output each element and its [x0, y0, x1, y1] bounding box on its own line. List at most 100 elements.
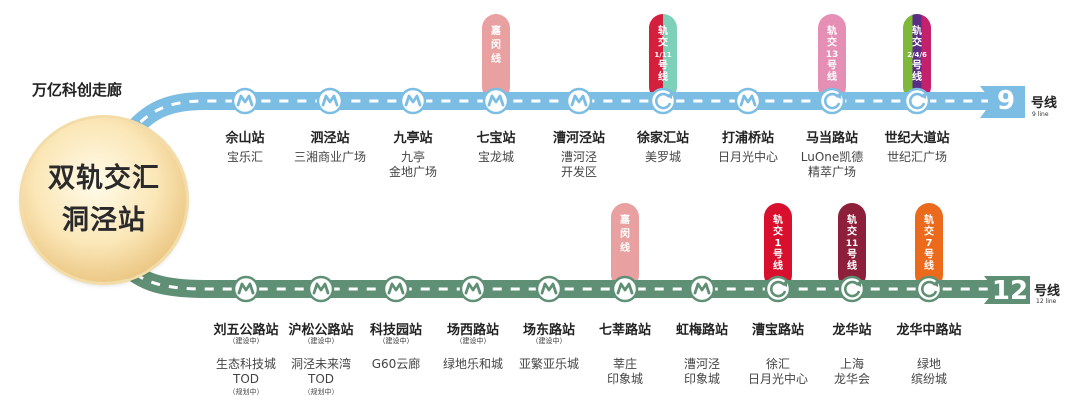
- line9-number: 9: [996, 86, 1016, 116]
- line12-station-name: 场西路站: [446, 323, 499, 338]
- hub-title-line1: 双轨交汇: [48, 163, 160, 194]
- hub-badge: 双轨交汇 洞泾站: [22, 118, 186, 282]
- line9-station-name: 打浦桥站: [721, 131, 774, 146]
- line9-station-sub: 九亭: [400, 150, 425, 164]
- line9.stations.3-pill: [482, 14, 510, 101]
- construction-note: （建设中）: [303, 337, 339, 345]
- line12-station-name: 七莘路站: [598, 323, 651, 338]
- line9-station-3-metro-logo-icon: [487, 94, 505, 107]
- line12-station-2-metro-logo-icon: [387, 282, 405, 295]
- line9-station-sub: 精萃广场: [807, 165, 856, 179]
- line12-station-name: 沪松公路站: [288, 323, 354, 338]
- line9-station-2-metro-logo-icon: [404, 94, 422, 107]
- line9.stations.8-pill-char: 2/4/6: [907, 51, 927, 59]
- construction-note: （建设中）: [531, 337, 567, 345]
- line12-station-sub: 绿地乐和城: [442, 357, 503, 371]
- line12.stations.8-pill-char: 轨: [847, 213, 857, 226]
- line12.stations.9-pill-char: 7: [926, 238, 933, 249]
- line12-station-name: 龙华中路站: [896, 323, 962, 338]
- line9-station-sub: 日月光中心: [717, 150, 778, 164]
- line12-station-name: 刘五公路站: [213, 323, 279, 338]
- line12-station-sub: 莘庄: [612, 357, 637, 371]
- line12.stations.9-pill-char: 线: [924, 259, 934, 272]
- line9.stations.7-pill-char: 号: [827, 60, 837, 72]
- line9-station-6-metro-logo-icon: [739, 94, 757, 107]
- line9-station-name: 九亭站: [393, 131, 433, 146]
- line9-label: 号线: [1031, 96, 1058, 111]
- line9-station-5-transfer-arrow: [666, 92, 672, 99]
- line12-station-sub: 生态科技城: [215, 357, 276, 371]
- line12-station-8-transfer-arrow: [855, 280, 861, 287]
- line9.stations.5-pill: [649, 14, 677, 101]
- line12-station-7-transfer-arrow: [781, 280, 787, 287]
- line9.stations.7-pill-char: 交: [827, 36, 837, 49]
- line12-station-sub: 日月光中心: [747, 372, 808, 386]
- line12-station-sub: 漕河泾: [683, 357, 720, 371]
- line9-station-sub: 漕河泾: [560, 150, 597, 164]
- planning-note: （规划中）: [228, 388, 264, 396]
- line12-number: 12: [991, 276, 1029, 306]
- line9.stations.7-pill-char: 13: [826, 50, 839, 60]
- line9.stations.3-pill-char: 嘉: [490, 24, 501, 37]
- line12-station-0-metro-logo-icon: [237, 282, 255, 295]
- line12-station-9-transfer-arrow: [932, 280, 938, 287]
- line9-station-5-transfer-icon: [655, 92, 672, 110]
- line12-station-sub: 亚繁亚乐城: [518, 357, 579, 371]
- line9-station-8-transfer-arrow: [920, 92, 926, 99]
- line12-station-sub: TOD: [307, 372, 334, 386]
- line9.stations.5-pill-char: 1/11: [654, 51, 671, 59]
- line9-station-sub: 宝龙城: [477, 150, 514, 164]
- line12.stations.5-pill-char: 线: [620, 241, 630, 254]
- line9-station-name: 马当路站: [805, 131, 858, 146]
- line12.stations.5-pill-char: 嘉: [619, 213, 630, 226]
- line9-station-8-transfer-icon: [909, 92, 926, 110]
- line12-station-sub: 印象城: [683, 372, 720, 386]
- line12.stations.8-pill-char: 号: [847, 249, 857, 261]
- line12-station-name: 龙华站: [832, 323, 872, 338]
- hub-title-line2: 洞泾站: [62, 205, 146, 236]
- line12-station-5-metro-logo-icon: [616, 282, 634, 295]
- line12-label-en: 12 line: [1036, 298, 1057, 305]
- line9-station-name: 世纪大道站: [884, 131, 950, 146]
- line12-station-6-metro-logo-icon: [693, 282, 711, 295]
- line9.stations.7-pill-char: 轨: [827, 24, 837, 37]
- line12.stations.7-pill: [764, 203, 792, 289]
- line9.stations.7-pill-char: 线: [827, 70, 837, 83]
- line12-station-sub: 洞泾未来湾: [290, 357, 351, 371]
- line9-station-1-metro-logo-icon: [321, 94, 339, 107]
- line12-station-8-transfer-icon: [844, 280, 861, 298]
- line12-label: 号线: [1034, 284, 1061, 299]
- line12-station-name: 场东路站: [522, 323, 575, 338]
- line9-dashes: [126, 99, 988, 136]
- line12-station-sub: TOD: [232, 372, 259, 386]
- line9-station-name: 泗泾站: [310, 131, 350, 146]
- line12-end-flag: [984, 276, 1030, 304]
- line9-station-sub: 美罗城: [644, 150, 681, 164]
- line12-station-4-metro-logo-icon: [540, 282, 558, 295]
- line12.stations.5-pill: [611, 203, 639, 289]
- corridor-label: 万亿科创走廊: [32, 81, 123, 99]
- line9.stations.8-pill-char: 轨: [912, 24, 922, 37]
- line9.stations.5-pill-char: 轨: [658, 24, 668, 37]
- line12.stations.8-pill-char: 11: [846, 239, 859, 249]
- line12.stations.7-pill-char: 轨: [773, 213, 783, 226]
- line9.stations.3-pill-char: 闵: [491, 38, 501, 51]
- line12.stations.8-pill-char: 线: [847, 259, 857, 272]
- line9-station-4-metro-logo-icon: [570, 94, 588, 107]
- line12-station-sub: 龙华会: [833, 372, 870, 386]
- line12-station-sub: 绿地: [916, 357, 941, 371]
- line12.stations.8-pill: [838, 203, 866, 289]
- line9.stations.8-pill-char: 线: [912, 70, 922, 83]
- line12-station-3-metro-logo-icon: [464, 282, 482, 295]
- line12-station-sub: 徐汇: [765, 357, 790, 371]
- line9-station-sub: 世纪汇广场: [886, 150, 947, 164]
- line9.stations.5-pill-char: 号: [658, 60, 668, 72]
- line12-station-name: 虹梅路站: [675, 323, 728, 338]
- planning-note: （规划中）: [303, 388, 339, 396]
- line9-station-name: 徐家汇站: [636, 131, 689, 146]
- line9-station-sub: 三湘商业广场: [293, 150, 366, 164]
- line12.stations.9-pill-char: 号: [924, 249, 934, 261]
- line9-station-name: 漕河泾站: [552, 131, 605, 146]
- line12.stations.7-pill-char: 交: [773, 225, 783, 238]
